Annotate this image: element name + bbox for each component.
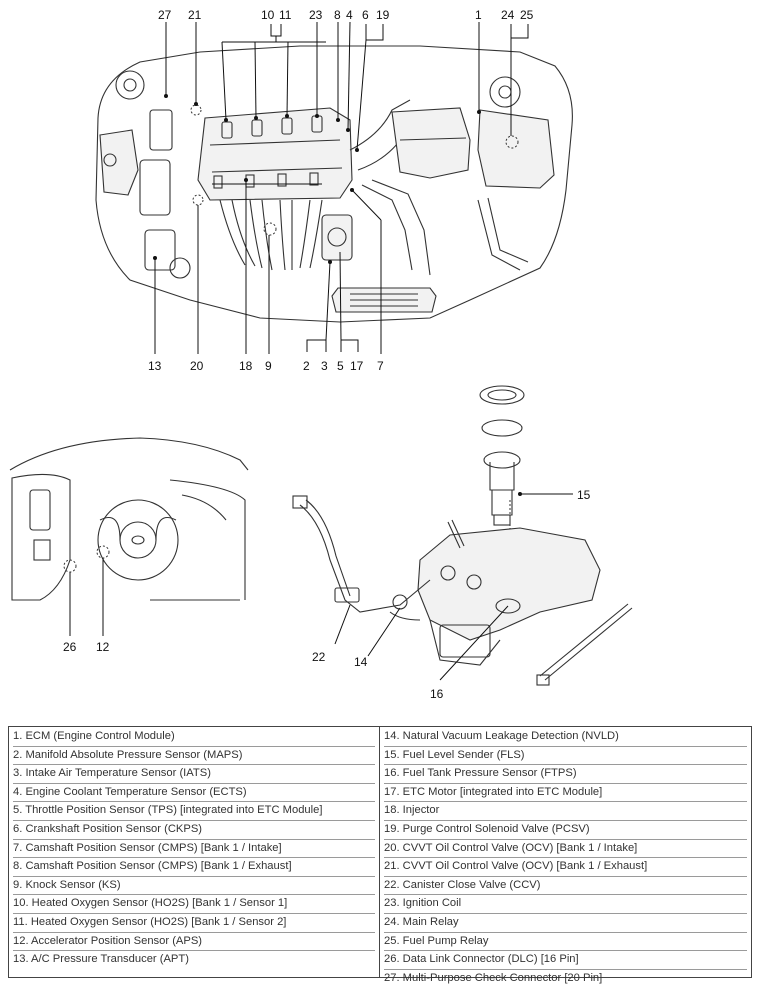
callout-14: 14 <box>354 655 368 669</box>
callout-13: 13 <box>148 359 162 373</box>
legend-item: 24. Main Relay <box>384 914 747 933</box>
legend-item: 12. Accelerator Position Sensor (APS) <box>13 933 375 952</box>
tank-callout-leaders <box>334 492 573 681</box>
callout-7: 7 <box>377 359 384 373</box>
legend-item: 2. Manifold Absolute Pressure Sensor (MA… <box>13 747 375 766</box>
callout-2: 2 <box>303 359 310 373</box>
callout-9: 9 <box>265 359 272 373</box>
callout-12: 12 <box>96 640 110 654</box>
legend-item: 1. ECM (Engine Control Module) <box>13 728 375 747</box>
legend-item: 14. Natural Vacuum Leakage Detection (NV… <box>384 728 747 747</box>
legend-right-column: 14. Natural Vacuum Leakage Detection (NV… <box>380 727 751 984</box>
legend-item: 6. Crankshaft Position Sensor (CKPS) <box>13 821 375 840</box>
legend-item: 20. CVVT Oil Control Valve (OCV) [Bank 1… <box>384 840 747 859</box>
legend-item: 19. Purge Control Solenoid Valve (PCSV) <box>384 821 747 840</box>
legend-item: 8. Camshaft Position Sensor (CMPS) [Bank… <box>13 858 375 877</box>
callout-16: 16 <box>430 687 444 701</box>
legend-item: 17. ETC Motor [integrated into ETC Modul… <box>384 784 747 803</box>
fuel-tank-drawing <box>292 385 633 686</box>
dashboard-drawing <box>9 437 249 636</box>
engine-callout-leaders <box>154 21 529 354</box>
legend-left-column: 1. ECM (Engine Control Module) 2. Manifo… <box>9 727 380 977</box>
legend-item: 7. Camshaft Position Sensor (CMPS) [Bank… <box>13 840 375 859</box>
callout-15: 15 <box>577 488 591 502</box>
legend-item: 13. A/C Pressure Transducer (APT) <box>13 953 189 966</box>
callout-23: 23 <box>309 8 323 22</box>
legend-item: 26. Data Link Connector (DLC) [16 Pin] <box>384 951 747 970</box>
legend-item: 25. Fuel Pump Relay <box>384 933 747 952</box>
callout-26: 26 <box>63 640 77 654</box>
callout-21: 21 <box>188 8 202 22</box>
callout-18: 18 <box>239 359 253 373</box>
callout-11: 11 <box>279 8 292 22</box>
callout-8: 8 <box>334 8 341 22</box>
callout-17: 17 <box>350 359 364 373</box>
engine-callout-dots <box>153 94 481 264</box>
callout-1: 1 <box>475 8 482 22</box>
legend-item: 18. Injector <box>384 802 747 821</box>
callout-6: 6 <box>362 8 369 22</box>
legend-item: 3. Intake Air Temperature Sensor (IATS) <box>13 765 375 784</box>
legend-item: 10. Heated Oxygen Sensor (HO2S) [Bank 1 … <box>13 895 375 914</box>
legend-item: 16. Fuel Tank Pressure Sensor (FTPS) <box>384 765 747 784</box>
legend-item: 21. CVVT Oil Control Valve (OCV) [Bank 1… <box>384 858 747 877</box>
callout-24: 24 <box>501 8 515 22</box>
legend-item: 11. Heated Oxygen Sensor (HO2S) [Bank 1 … <box>13 914 375 933</box>
legend-item: 23. Ignition Coil <box>384 895 747 914</box>
legend-item: 15. Fuel Level Sender (FLS) <box>384 747 747 766</box>
component-location-diagram: 27 21 10 11 23 8 4 6 19 1 24 25 13 20 18… <box>9 8 633 701</box>
callout-27: 27 <box>158 8 172 22</box>
engine-bay-drawing <box>95 45 573 323</box>
callout-4: 4 <box>346 8 353 22</box>
legend-item: 27. Multi-Purpose Check Connector [20 Pi… <box>384 971 603 984</box>
callout-5: 5 <box>337 359 344 373</box>
legend-item: 5. Throttle Position Sensor (TPS) [integ… <box>13 802 375 821</box>
callout-3: 3 <box>321 359 328 373</box>
callout-20: 20 <box>190 359 204 373</box>
legend-item: 22. Canister Close Valve (CCV) <box>384 877 747 896</box>
callout-25: 25 <box>520 8 534 22</box>
callout-22: 22 <box>312 650 326 664</box>
legend-item: 4. Engine Coolant Temperature Sensor (EC… <box>13 784 375 803</box>
legend-item: 9. Knock Sensor (KS) <box>13 877 375 896</box>
callout-19: 19 <box>376 8 390 22</box>
legend-table: 1. ECM (Engine Control Module) 2. Manifo… <box>8 726 752 984</box>
callout-10: 10 <box>261 8 275 22</box>
